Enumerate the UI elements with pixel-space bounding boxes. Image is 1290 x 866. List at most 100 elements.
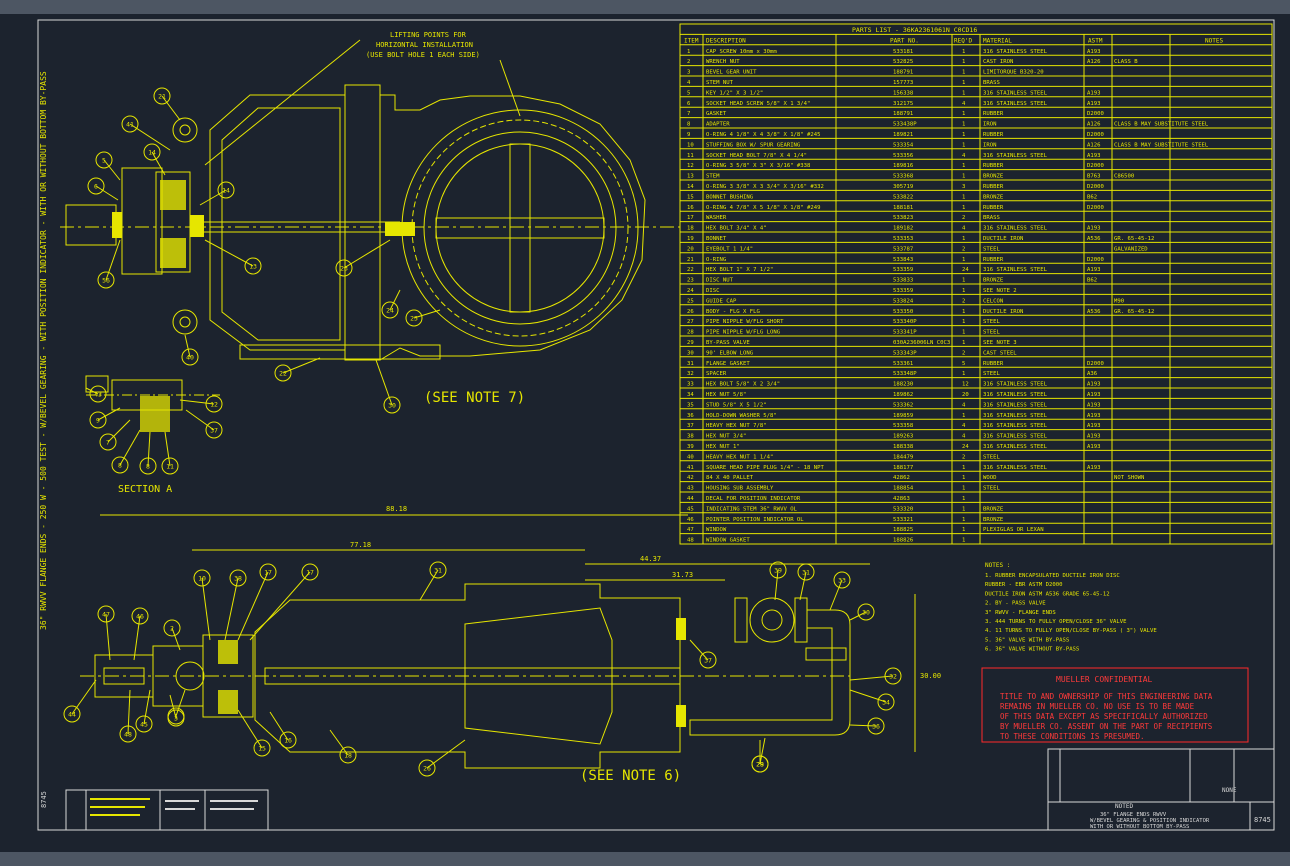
parts-cell: 1 [962, 330, 965, 336]
balloon-label: 10 [198, 575, 206, 583]
parts-cell: O-RING 4 1/8" X 4 3/8" X 1/8" #245 [706, 132, 821, 138]
balloon-circle [193, 569, 211, 587]
balloon-label: 48 [124, 731, 132, 739]
parts-cell: 157773 [893, 80, 913, 86]
parts-cell: RUBBER [983, 205, 1004, 211]
balloon-circle [418, 759, 436, 777]
balloon-circle [857, 603, 875, 621]
parts-cell: 533320 [893, 506, 913, 512]
top-disc-rib-v [509, 143, 531, 313]
balloon-circle [339, 746, 357, 764]
revision-drawing-no: 8745 [40, 791, 48, 808]
title-scale: NONE [1222, 787, 1237, 794]
parts-cell: STEEL [983, 319, 1000, 325]
parts-cell: 533359 [893, 288, 913, 294]
balloon-leader [413, 309, 441, 319]
balloon-circle [751, 755, 769, 773]
balloon-circle [87, 177, 105, 195]
notes-line: DUCTILE IRON ASTM A536 GRADE 65-45-12 [985, 591, 1110, 597]
bottom-disc-wedge [464, 607, 613, 745]
balloon-leader [103, 159, 121, 181]
parts-cell: 533350 [893, 309, 913, 315]
balloon-label: 40 [186, 354, 194, 362]
balloon-circle [89, 385, 107, 403]
balloon-circle [253, 739, 271, 757]
parts-cell: HEX BOLT 1" X 7 1/2" [706, 267, 773, 273]
parts-cell: 4 [687, 80, 691, 86]
parts-cell: 36 [687, 413, 694, 419]
balloon-label: 47 [102, 611, 110, 619]
balloon-label: 18 [344, 752, 352, 760]
parts-cell: 316 STAINLESS STEEL [983, 101, 1048, 107]
parts-cell: D2000 [1087, 184, 1104, 190]
balloon-label: 56 [102, 277, 110, 285]
parts-cell: 1 [962, 236, 965, 242]
balloon-circle [95, 151, 113, 169]
parts-cell: BODY - FLG X FLG [706, 309, 761, 315]
balloon-label: 39 [774, 567, 782, 575]
bypass-lower-flange [805, 647, 847, 661]
parts-cell: 1 [962, 90, 965, 96]
parts-cell: HOUSING SUB ASSEMBLY [706, 486, 774, 492]
parts-cell: 5 [687, 90, 690, 96]
parts-cell: 23 [687, 278, 694, 284]
parts-cell: 30 [687, 350, 694, 356]
parts-cell: 533359 [893, 267, 913, 273]
parts-cell: 10 [687, 142, 694, 148]
parts-cell: 1 [962, 111, 965, 117]
balloon-label: 17 [264, 569, 272, 577]
parts-cell: A126 [1087, 122, 1100, 128]
title-line-2: W/BEVEL GEARING & POSITION INDICATOR [1090, 818, 1210, 824]
parts-cell: 24 [962, 444, 969, 450]
balloon-circle [259, 563, 277, 581]
balloon-leader [71, 679, 97, 715]
bottom-stuffing-fill [218, 640, 238, 664]
parts-cell: HEAVY HEX NUT 1 1/4" [706, 454, 773, 460]
parts-cell: 44 [687, 496, 694, 502]
parts-cell: 42863 [893, 496, 910, 502]
parts-cell: STUFFING BOX W/ SPUR GEARING [706, 142, 801, 148]
balloon-leader [389, 289, 401, 311]
parts-cell: NOT SHOWN [1114, 475, 1144, 481]
parts-cell: 1 [962, 205, 965, 211]
parts-cell: 3 [962, 184, 965, 190]
parts-cell: PIPE NIPPLE W/FLG SHORT [706, 319, 784, 325]
bottom-bonnet-outline [254, 583, 681, 769]
parts-cell: 1 [962, 486, 965, 492]
parts-cell: 533787 [893, 246, 913, 252]
parts-cell: 1 [962, 257, 965, 263]
balloon-leader [419, 569, 439, 601]
parts-cell: 2 [962, 298, 965, 304]
parts-cell: 184479 [893, 454, 913, 460]
parts-cell: A193 [1087, 382, 1100, 388]
balloon-label: 41 [126, 121, 134, 129]
parts-cell: 533358 [893, 423, 914, 429]
parts-cell: HEX NUT 5/8" [706, 392, 746, 398]
balloon-leader [171, 627, 181, 651]
balloon-label: 45 [140, 721, 148, 729]
parts-cell: 1 [962, 517, 965, 523]
parts-cell: 316 STAINLESS STEEL [983, 49, 1048, 55]
parts-header: REQ'D [954, 37, 972, 44]
parts-cell: 84 X 40 PALLET [706, 475, 754, 481]
parts-cell: 316 STAINLESS STEEL [983, 90, 1048, 96]
parts-cell: O-RING [706, 257, 727, 263]
parts-cell: 189862 [893, 392, 913, 398]
balloon-leader [849, 611, 867, 621]
confidential-line-2: REMAINS IN MUELLER CO. NO USE IS TO BE M… [1000, 702, 1195, 711]
bypass-valve-inner [761, 609, 783, 631]
parts-cell: 43 [687, 486, 694, 492]
parts-cell: 1 [687, 49, 690, 55]
balloon-label: 28 [756, 761, 764, 769]
parts-cell: 4 [962, 423, 966, 429]
parts-cell: 1 [962, 527, 965, 533]
parts-cell: WASHER [706, 215, 727, 221]
balloon-label: 8 [146, 463, 150, 471]
top-gear-fill [160, 180, 186, 210]
parts-cell: CLASS B [1114, 59, 1138, 65]
balloon-leader [849, 689, 887, 703]
sheet-border [37, 19, 1275, 831]
